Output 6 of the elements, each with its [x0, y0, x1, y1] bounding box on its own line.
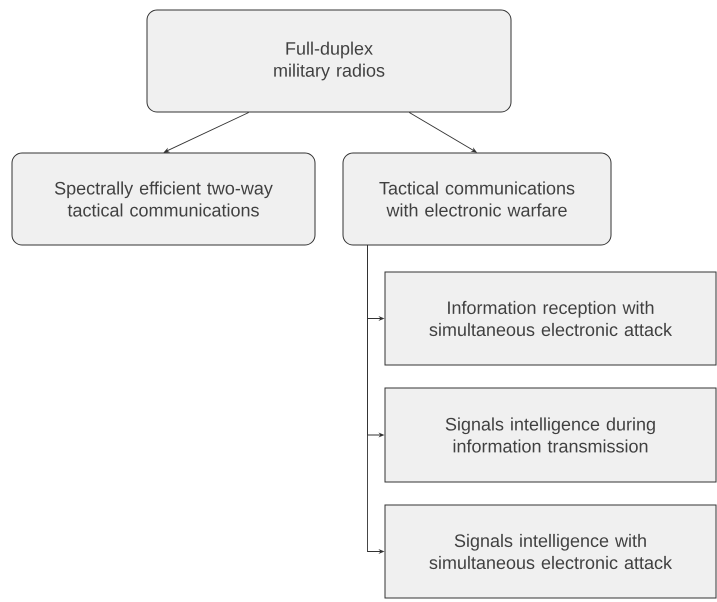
process-box: Full-duplex military radios — [146, 10, 512, 112]
process-box: Information reception with simultaneous electronic attack — [384, 272, 716, 366]
process-box: Spectrally efficient two-way tactical communications — [12, 152, 316, 246]
process-box: Tactical communications with electronic warfare — [342, 152, 612, 246]
process-box: Signals intelligence with simultaneous electronic attack — [384, 504, 716, 598]
process-box: Signals intelligence during information transmission — [384, 388, 716, 482]
